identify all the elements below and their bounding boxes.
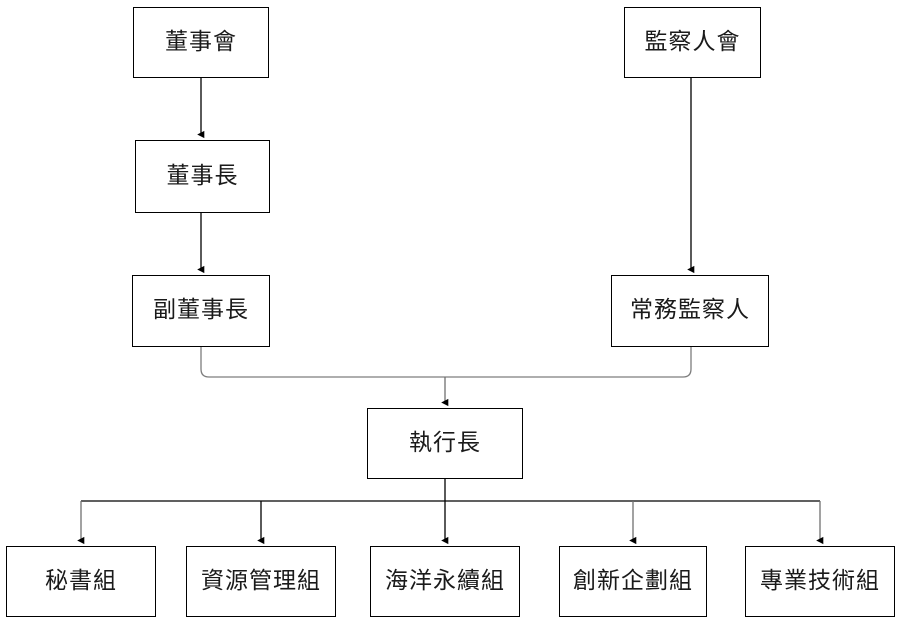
node-department-marine-sustainability[interactable]: 海洋永續組 [370, 546, 520, 617]
node-board[interactable]: 董事會 [133, 7, 269, 78]
node-department-innovation-planning-label: 創新企劃組 [573, 567, 693, 594]
node-department-professional-technology-label: 專業技術組 [760, 567, 880, 594]
node-board-label: 董事會 [165, 28, 237, 55]
node-vice-chairman[interactable]: 副董事長 [132, 275, 270, 347]
node-supervisors-label: 監察人會 [644, 28, 741, 55]
node-department-secretariat-label: 秘書組 [45, 567, 117, 594]
node-department-professional-technology[interactable]: 專業技術組 [745, 546, 895, 617]
node-vice-chairman-label: 副董事長 [153, 297, 249, 324]
node-department-innovation-planning[interactable]: 創新企劃組 [559, 546, 707, 617]
node-department-secretariat[interactable]: 秘書組 [6, 546, 156, 617]
edge-ceo-to-departments [77, 479, 824, 545]
node-ceo-label: 執行長 [409, 429, 481, 456]
node-department-resource-management-label: 資源管理組 [201, 567, 321, 594]
node-chairman-label: 董事長 [166, 162, 239, 189]
node-ceo[interactable]: 執行長 [367, 408, 523, 479]
node-department-marine-sustainability-label: 海洋永續組 [385, 567, 505, 594]
node-department-resource-management[interactable]: 資源管理組 [186, 546, 336, 617]
node-supervisors[interactable]: 監察人會 [624, 7, 761, 78]
node-chairman[interactable]: 董事長 [135, 140, 270, 213]
edge-merge-to-ceo [200, 347, 692, 407]
node-managing-supervisor-label: 常務監察人 [630, 297, 750, 324]
node-managing-supervisor[interactable]: 常務監察人 [611, 275, 769, 347]
